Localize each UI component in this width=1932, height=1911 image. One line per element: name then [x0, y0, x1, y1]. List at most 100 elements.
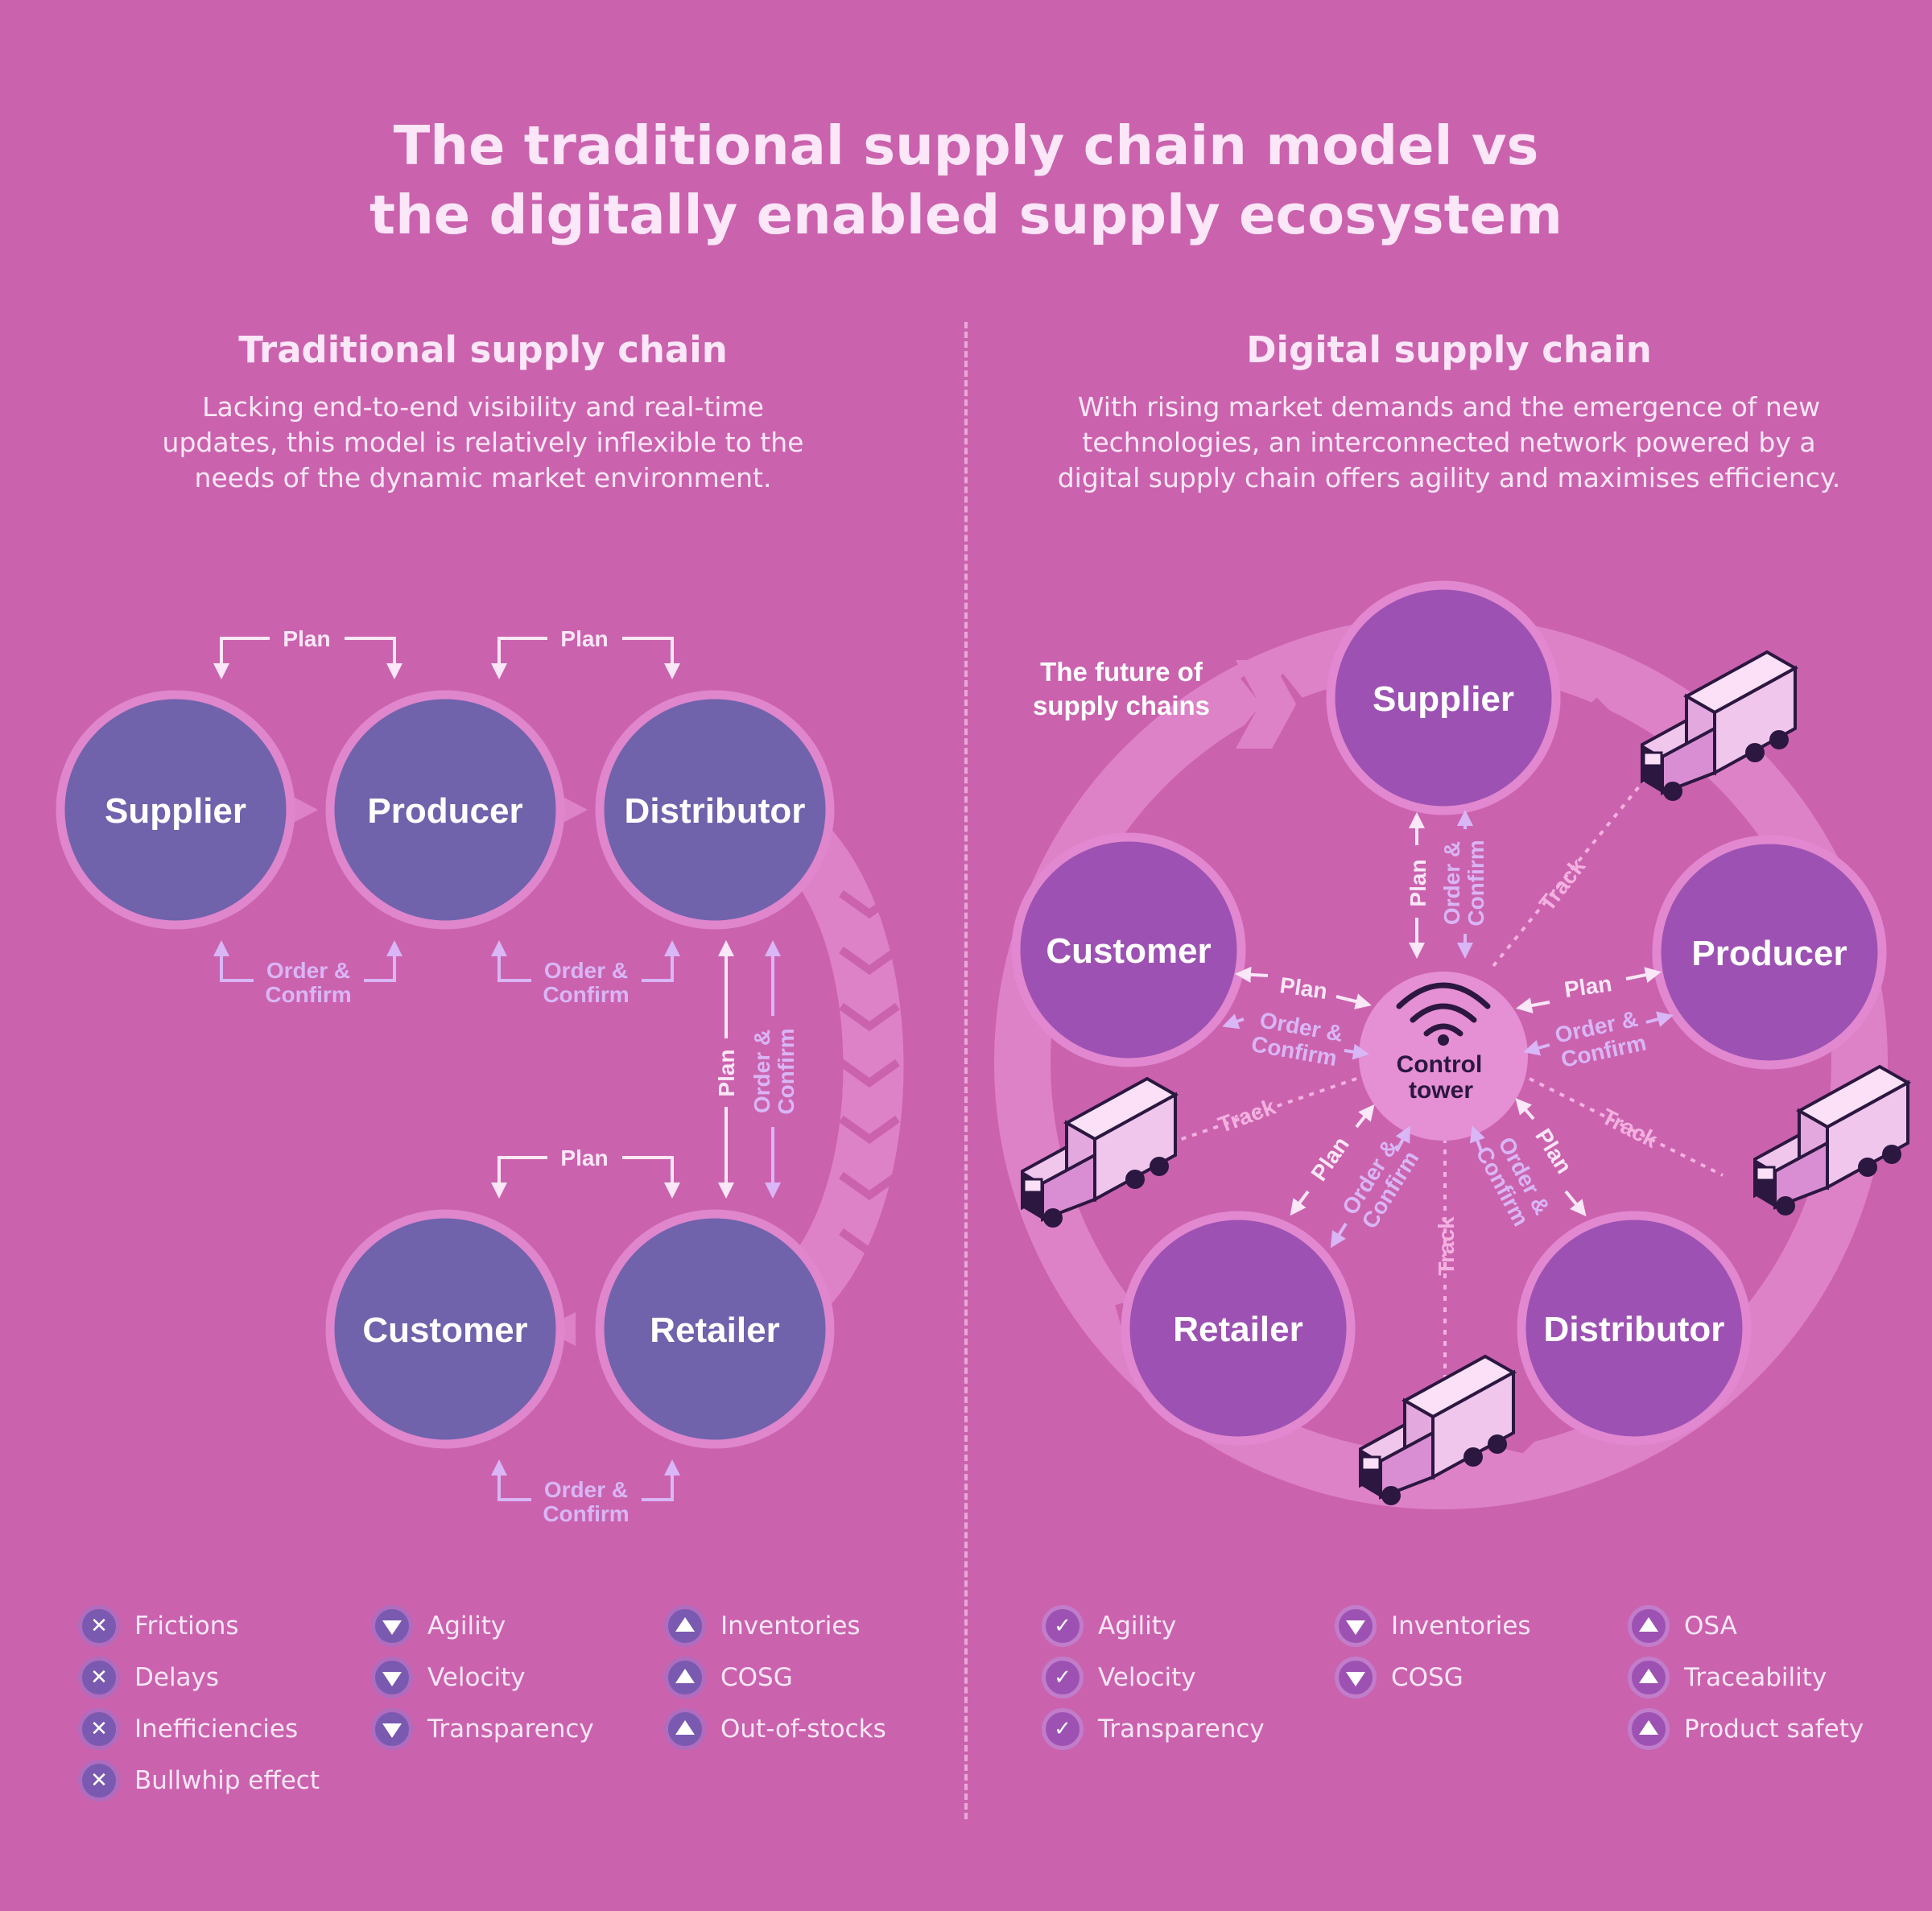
dig-node-retailer: Retailer: [1121, 1211, 1356, 1446]
track-label-1: Track: [1534, 853, 1591, 915]
x-icon: ✕: [78, 1708, 120, 1750]
dig-distributor-label: Distributor: [1544, 1310, 1725, 1349]
trad-legend-item: Out-of-stocks: [664, 1708, 886, 1750]
trad-legend-item: ✕ Bullwhip effect: [78, 1760, 320, 1802]
traditional-description-2: updates, this model is relatively inflex…: [162, 427, 804, 458]
x-icon: ✕: [78, 1657, 120, 1698]
digital-description-2: technologies, an interconnected network …: [1082, 427, 1816, 458]
trad-vertical-arrows: [718, 940, 781, 1199]
dig-node-customer: Customer: [1011, 832, 1246, 1067]
digital-heading: Digital supply chain: [1246, 328, 1652, 371]
down-triangle-icon: [1335, 1605, 1377, 1647]
trad-legend-item: Inventories: [664, 1605, 861, 1647]
dig-order-label-supplier-b: Confirm: [1463, 840, 1488, 926]
down-triangle-icon: [371, 1605, 413, 1647]
down-triangle-icon: [371, 1708, 413, 1750]
trad-legend-item: ✕ Delays: [78, 1657, 219, 1698]
trad-plan-label-2: Plan: [560, 626, 608, 651]
wifi-icon: [1396, 982, 1491, 1037]
dig-retailer-label: Retailer: [1173, 1310, 1302, 1349]
check-icon: ✓: [1042, 1708, 1084, 1750]
up-triangle-icon: [664, 1657, 706, 1698]
trad-retailer-label: Retailer: [650, 1310, 779, 1350]
traditional-description-1: Lacking end-to-end visibility and real-t…: [202, 391, 764, 423]
dig-node-distributor: Distributor: [1517, 1211, 1752, 1446]
trad-plan-label-3: Plan: [560, 1145, 608, 1170]
dig-plan-label-producer: Plan: [1563, 971, 1613, 1002]
dig-legend-item: ✓ Transparency: [1042, 1708, 1265, 1750]
section-divider: [964, 322, 968, 1819]
title-line-1: The traditional supply chain model vs: [393, 114, 1539, 177]
up-triangle-icon: [1628, 1605, 1670, 1647]
trad-node-retailer: Retailer: [595, 1209, 835, 1449]
track-label-4: Track: [1215, 1094, 1279, 1137]
dig-legend-item: ✓ Velocity: [1042, 1657, 1196, 1698]
dig-node-supplier: Supplier: [1326, 580, 1561, 815]
dig-node-producer: Producer: [1652, 835, 1887, 1070]
dig-plan-arrows: [1222, 810, 1674, 1249]
trad-order-label-3b: Confirm: [543, 1501, 629, 1526]
trad-legend-item: ✕ Frictions: [78, 1605, 239, 1647]
trad-vertical-order-label-b: Confirm: [774, 1028, 799, 1114]
control-tower-label-1: Control: [1397, 1051, 1483, 1078]
traditional-heading: Traditional supply chain: [238, 328, 728, 371]
up-triangle-icon: [664, 1708, 706, 1750]
dig-producer-label: Producer: [1691, 934, 1847, 973]
trad-vertical-plan-label: Plan: [714, 1049, 739, 1096]
trad-supplier-label: Supplier: [105, 791, 246, 831]
trad-legend-item: Velocity: [371, 1657, 526, 1698]
trad-plan-arrows: [213, 637, 680, 1199]
up-triangle-icon: [664, 1605, 706, 1647]
dig-legend-item: COSG: [1335, 1657, 1463, 1698]
dig-legend-item: OSA: [1628, 1605, 1737, 1647]
dig-legend-item: Inventories: [1335, 1605, 1531, 1647]
trad-order-arrows: [213, 940, 680, 1501]
up-triangle-icon: [1628, 1657, 1670, 1698]
trad-order-label-2a: Order &: [544, 958, 628, 983]
trad-plan-label-1: Plan: [283, 626, 330, 651]
trad-distributor-label: Distributor: [625, 791, 806, 831]
dig-legend-item: Traceability: [1628, 1657, 1827, 1698]
trad-order-label-2b: Confirm: [543, 982, 629, 1007]
trad-legend-item: Agility: [371, 1605, 506, 1647]
future-label-2: supply chains: [1033, 691, 1210, 720]
trad-vertical-order-label-a: Order &: [749, 1030, 774, 1113]
dig-plan-label-distributor: Plan: [1530, 1125, 1577, 1178]
track-label-2: Track: [1598, 1104, 1662, 1153]
dig-supplier-label: Supplier: [1373, 679, 1514, 719]
trad-order-label-1a: Order &: [266, 958, 350, 983]
dig-plan-label-supplier: Plan: [1406, 859, 1430, 906]
down-triangle-icon: [371, 1657, 413, 1698]
up-triangle-icon: [1628, 1708, 1670, 1750]
trad-producer-label: Producer: [367, 791, 522, 831]
trad-node-customer: Customer: [325, 1209, 565, 1449]
title-line-2: the digitally enabled supply ecosystem: [369, 184, 1563, 246]
future-label-1: The future of: [1040, 657, 1203, 687]
trad-node-supplier: Supplier: [56, 690, 295, 930]
track-label-3: Track: [1434, 1216, 1459, 1276]
dig-plan-label-retailer: Plan: [1307, 1132, 1354, 1185]
dig-plan-label-customer: Plan: [1278, 972, 1329, 1004]
trad-order-label-3a: Order &: [544, 1477, 628, 1502]
trad-legend-item: Transparency: [371, 1708, 594, 1750]
control-tower: Control tower: [1359, 972, 1528, 1141]
trad-legend-item: COSG: [664, 1657, 793, 1698]
digital-description-3: digital supply chain offers agility and …: [1057, 462, 1841, 493]
dig-legend-item: ✓ Agility: [1042, 1605, 1176, 1647]
check-icon: ✓: [1042, 1605, 1084, 1647]
trad-order-label-1b: Confirm: [265, 982, 351, 1007]
dig-legend-item: Product safety: [1628, 1708, 1864, 1750]
x-icon: ✕: [78, 1605, 120, 1647]
trad-node-producer: Producer: [325, 690, 565, 930]
traditional-description-3: needs of the dynamic market environment.: [194, 462, 772, 493]
check-icon: ✓: [1042, 1657, 1084, 1698]
x-icon: ✕: [78, 1760, 120, 1802]
digital-description-1: With rising market demands and the emerg…: [1077, 391, 1821, 423]
trad-legend-item: ✕ Inefficiencies: [78, 1708, 298, 1750]
trad-customer-label: Customer: [362, 1310, 527, 1350]
control-tower-label-2: tower: [1409, 1077, 1473, 1104]
dig-customer-label: Customer: [1046, 931, 1211, 971]
down-triangle-icon: [1335, 1657, 1377, 1698]
